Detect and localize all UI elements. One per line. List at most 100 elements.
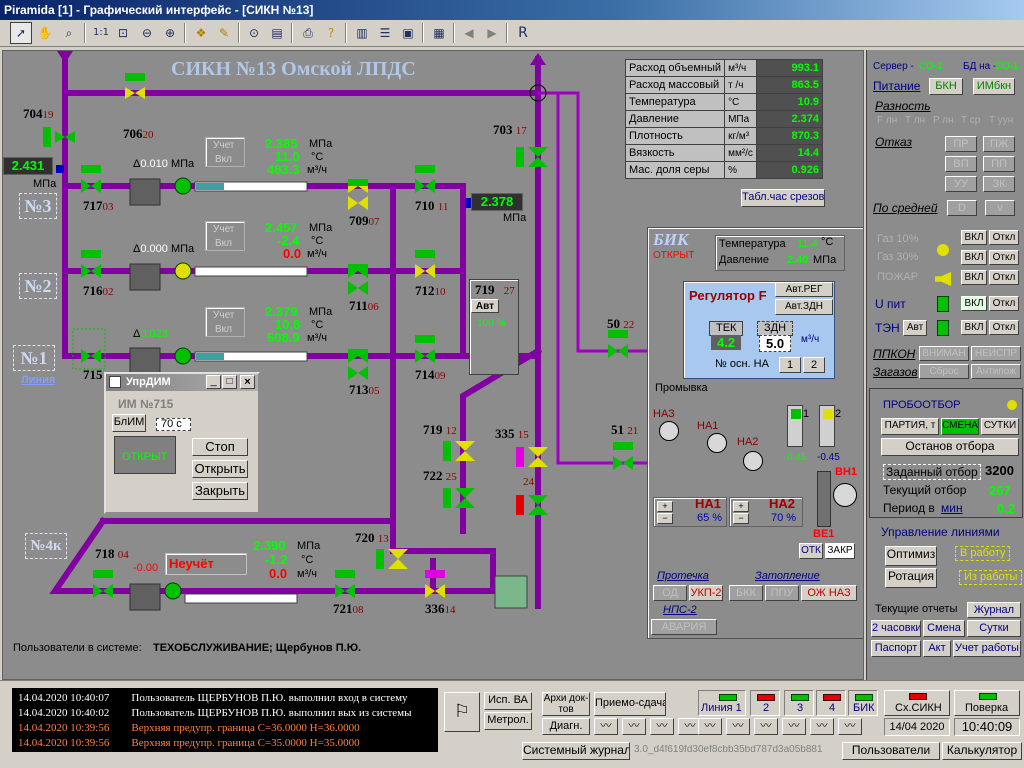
- system-log-button[interactable]: Системный журнал: [522, 742, 630, 760]
- valve-711[interactable]: [348, 264, 368, 295]
- fail-pr[interactable]: ПР: [945, 136, 977, 152]
- bik-status[interactable]: БИК: [848, 690, 878, 716]
- trend-icon-10[interactable]: 〰: [838, 718, 862, 735]
- blim-button[interactable]: БлИМ: [112, 414, 146, 432]
- valve-718[interactable]: [93, 570, 113, 598]
- vkl-button-1[interactable]: ВКЛ: [961, 230, 987, 245]
- binoculars-icon[interactable]: ⊙: [248, 26, 260, 40]
- flood-ppu[interactable]: ППУ: [765, 585, 799, 601]
- leak-od[interactable]: ОД: [653, 585, 687, 601]
- valve-713[interactable]: [348, 349, 368, 380]
- layout-2-icon[interactable]: ☰: [379, 26, 391, 40]
- avg-d[interactable]: D: [947, 200, 977, 216]
- line3-status[interactable]: 3: [784, 690, 814, 716]
- ppk-vniman[interactable]: ВНИМАН: [919, 346, 969, 361]
- table-hourly-button[interactable]: Табл.час срезов: [741, 189, 825, 207]
- calculator-button[interactable]: Калькулятор: [942, 742, 1022, 760]
- avg-v[interactable]: ν: [985, 200, 1015, 216]
- vkl-button-3[interactable]: ВКЛ: [961, 270, 987, 285]
- vkl-button-upit[interactable]: ВКЛ: [961, 296, 987, 311]
- otkl-button-ten[interactable]: Откл: [989, 320, 1019, 335]
- ppk-sbros[interactable]: Сброс: [919, 364, 969, 379]
- otk-button[interactable]: ОТК: [799, 543, 823, 559]
- fail-pzh[interactable]: ПЖ: [983, 136, 1015, 152]
- layers-icon[interactable]: ❖: [195, 26, 207, 40]
- vkl-button-ten[interactable]: ВКЛ: [961, 320, 987, 335]
- otkl-button-3[interactable]: Откл: [989, 270, 1019, 285]
- report-day-button[interactable]: Сутки: [967, 620, 1021, 637]
- l1-acc-box[interactable]: [205, 307, 245, 337]
- refresh-icon[interactable]: R: [518, 25, 528, 41]
- valve-717[interactable]: [81, 165, 101, 193]
- metrol-button[interactable]: Метрол.: [484, 712, 532, 730]
- line-label[interactable]: Линия: [21, 374, 56, 386]
- line4-status[interactable]: 4: [816, 690, 846, 716]
- layout-1-icon[interactable]: ▥: [356, 26, 368, 40]
- layers-edit-icon[interactable]: ✎: [218, 26, 230, 40]
- trend-icon-9[interactable]: 〰: [810, 718, 834, 735]
- fail-pp[interactable]: ПП: [983, 156, 1015, 172]
- valve-722[interactable]: [443, 488, 475, 508]
- line-4k-box[interactable]: №4к: [25, 533, 67, 559]
- trend-icon-3[interactable]: 〰: [650, 718, 674, 735]
- to-work-button[interactable]: В работу: [955, 546, 1011, 561]
- fail-uu[interactable]: УУ: [945, 176, 977, 192]
- bkn-button[interactable]: БКН: [929, 78, 963, 95]
- l2-acc-box[interactable]: [205, 221, 245, 251]
- day-button[interactable]: СУТКИ: [981, 418, 1019, 435]
- ppk-neispr[interactable]: НЕИСПР: [971, 346, 1021, 361]
- na2-plus-button[interactable]: +: [733, 501, 749, 512]
- line-1-box[interactable]: №1: [13, 345, 55, 371]
- valve-335[interactable]: [516, 447, 548, 467]
- pointer-icon[interactable]: ➚: [10, 22, 32, 44]
- print-icon[interactable]: ⎙: [303, 26, 313, 40]
- shift-button[interactable]: СМЕНА: [941, 418, 979, 435]
- valve-704[interactable]: [43, 127, 75, 147]
- na2-minus-button[interactable]: −: [733, 513, 749, 524]
- open-button[interactable]: Открыть: [192, 460, 248, 478]
- zoom-icon[interactable]: ⌕: [65, 26, 73, 40]
- nps-alarm[interactable]: АВАРИЯ: [651, 619, 717, 635]
- flood-bkk[interactable]: БКК: [729, 585, 763, 601]
- close-button[interactable]: Закрыть: [192, 482, 248, 500]
- act-button[interactable]: Акт: [923, 640, 951, 657]
- avt-zdn-button[interactable]: Авт.ЗДН: [775, 299, 833, 315]
- stop-sampling-button[interactable]: Останов отбора: [881, 438, 1019, 456]
- zoom-in-icon[interactable]: ⊕: [164, 26, 176, 40]
- find-icon[interactable]: ▤: [271, 26, 283, 40]
- from-work-button[interactable]: Из работы: [959, 570, 1023, 585]
- zoom-fit-icon[interactable]: ⊡: [117, 26, 129, 40]
- valve-24[interactable]: [516, 495, 548, 515]
- avt-reg-button[interactable]: Авт.РЕГ: [775, 282, 833, 297]
- l4-acc-box[interactable]: [165, 553, 247, 575]
- l3-acc-box[interactable]: [205, 137, 245, 167]
- na3-pump-icon[interactable]: [659, 421, 679, 441]
- valve-709[interactable]: [348, 179, 368, 210]
- sxsikn-label[interactable]: Сх.СИКН: [895, 702, 942, 714]
- report-2h-button[interactable]: 2 часовки: [871, 620, 921, 637]
- valve-710[interactable]: [415, 165, 435, 193]
- valve-719-mode[interactable]: Авт: [471, 299, 499, 313]
- otkl-button-1[interactable]: Откл: [989, 230, 1019, 245]
- window-icon[interactable]: ▦: [433, 26, 445, 40]
- vkl-button-2[interactable]: ВКЛ: [961, 250, 987, 265]
- isp-va-button[interactable]: Исп. ВА: [484, 692, 532, 710]
- na1-minus-button[interactable]: −: [657, 513, 673, 524]
- valve-336[interactable]: [425, 570, 445, 598]
- layout-3-icon[interactable]: ▣: [402, 26, 414, 40]
- valve-716[interactable]: [81, 250, 101, 278]
- flag-icon[interactable]: ⚐: [444, 692, 480, 732]
- leak-ukp2[interactable]: УКП-2: [689, 585, 723, 601]
- valve-720[interactable]: [376, 549, 408, 569]
- valve-706[interactable]: [125, 73, 145, 99]
- trend-icon-5[interactable]: 〰: [698, 718, 722, 735]
- help-icon[interactable]: ?: [327, 26, 335, 40]
- fail-vp[interactable]: ВП: [945, 156, 977, 172]
- valve-50[interactable]: [608, 330, 628, 358]
- hand-icon[interactable]: ✋: [37, 26, 53, 40]
- report-shift-button[interactable]: Смена: [923, 620, 965, 637]
- passport-button[interactable]: Паспорт: [871, 640, 921, 657]
- back-icon[interactable]: ◀: [464, 26, 474, 40]
- otkl-button-2[interactable]: Откл: [989, 250, 1019, 265]
- work-account-button[interactable]: Учет работы: [953, 640, 1021, 657]
